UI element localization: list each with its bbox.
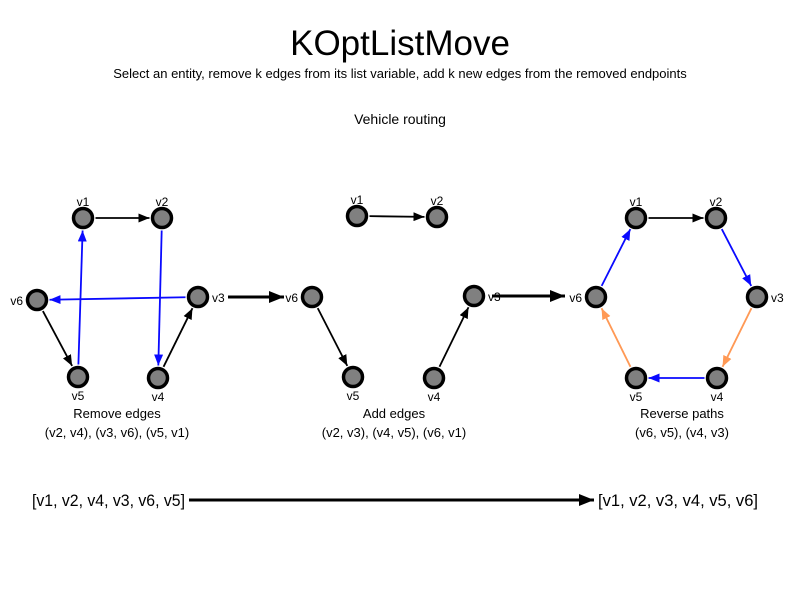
- remove-edges-node-v5: [66, 365, 90, 389]
- reverse-paths-node-v1: [624, 206, 648, 230]
- edge-v4-v3: [162, 307, 194, 368]
- add-edges-node-v4: [422, 366, 446, 390]
- caption-title: Add edges: [362, 406, 426, 421]
- reverse-paths-node-label-v2: v2: [710, 195, 723, 209]
- remove-edges-node-v4: [146, 366, 170, 390]
- caption-detail: (v6, v5), (v4, v3): [635, 425, 729, 440]
- remove-edges-node-label-v1: v1: [77, 195, 90, 209]
- add-edges-node-label-v4: v4: [428, 390, 441, 404]
- diagram-label: Vehicle routing: [354, 111, 446, 127]
- edge-v6-v1: [600, 228, 632, 287]
- reverse-paths-node-label-v5: v5: [630, 390, 643, 404]
- remove-edges-graph: v1 v2 v3 v4 v5 v6: [10, 195, 225, 404]
- remove-edges-node-label-v2: v2: [156, 195, 169, 209]
- remove-edges-node-label-v6: v6: [10, 294, 23, 308]
- add-edges-node-label-v1: v1: [351, 193, 364, 207]
- add-edges-node-v6: [300, 285, 324, 309]
- add-edges-node-label-v5: v5: [347, 389, 360, 403]
- add-edges-caption: Add edges (v2, v3), (v4, v5), (v6, v1): [294, 404, 494, 442]
- reverse-paths-caption: Reverse paths (v6, v5), (v4, v3): [582, 404, 782, 442]
- remove-edges-node-v6: [25, 288, 49, 312]
- add-edges-node-v1: [345, 204, 369, 228]
- remove-edges-node-label-v3: v3: [212, 291, 225, 305]
- caption-title: Remove edges: [73, 406, 161, 421]
- reverse-paths-graph: v1 v2 v3 v4 v5 v6: [569, 195, 784, 404]
- page-subtitle: Select an entity, remove k edges from it…: [113, 66, 687, 81]
- reverse-paths-node-label-v4: v4: [711, 390, 724, 404]
- add-edges-node-v5: [341, 365, 365, 389]
- list-before: [v1, v2, v4, v3, v6, v5]: [32, 492, 185, 510]
- add-edges-node-v2: [425, 205, 449, 229]
- reverse-paths-node-label-v1: v1: [630, 195, 643, 209]
- edge-v3-v6: [49, 295, 186, 305]
- reverse-paths-node-label-v3: v3: [771, 291, 784, 305]
- reverse-paths-node-v2: [704, 206, 728, 230]
- reverse-paths-node-v4: [705, 366, 729, 390]
- edge-v6-v5: [42, 310, 73, 367]
- edge-v6-v5: [316, 307, 349, 367]
- page-title: KOptListMove: [290, 24, 510, 63]
- caption-detail: (v2, v3), (v4, v5), (v6, v1): [321, 425, 467, 440]
- remove-edges-node-label-v4: v4: [152, 390, 165, 404]
- list-after: [v1, v2, v3, v4, v5, v6]: [598, 492, 758, 510]
- reverse-paths-node-v3: [745, 285, 769, 309]
- remove-edges-caption: Remove edges (v2, v4), (v3, v6), (v5, v1…: [17, 404, 217, 442]
- edge-v5-v1: [77, 230, 87, 365]
- caption-title: Reverse paths: [640, 406, 724, 421]
- reverse-paths-node-label-v6: v6: [569, 291, 582, 305]
- edge-v3-v4: [721, 307, 753, 368]
- reverse-paths-node-v6: [584, 285, 608, 309]
- add-edges-node-v3: [462, 284, 486, 308]
- remove-edges-node-v2: [150, 206, 174, 230]
- edge-v2-v3: [720, 228, 753, 287]
- add-edges-node-label-v6: v6: [285, 291, 298, 305]
- edge-v1-v2: [369, 212, 425, 222]
- caption-detail: (v2, v4), (v3, v6), (v5, v1): [44, 425, 190, 440]
- edge-v4-v3: [438, 306, 470, 368]
- reverse-paths-node-v5: [624, 366, 648, 390]
- edge-v5-v6: [600, 307, 632, 368]
- remove-edges-node-v3: [186, 285, 210, 309]
- remove-edges-node-label-v5: v5: [72, 389, 85, 403]
- remove-edges-node-v1: [71, 206, 95, 230]
- add-edges-node-label-v2: v2: [431, 194, 444, 208]
